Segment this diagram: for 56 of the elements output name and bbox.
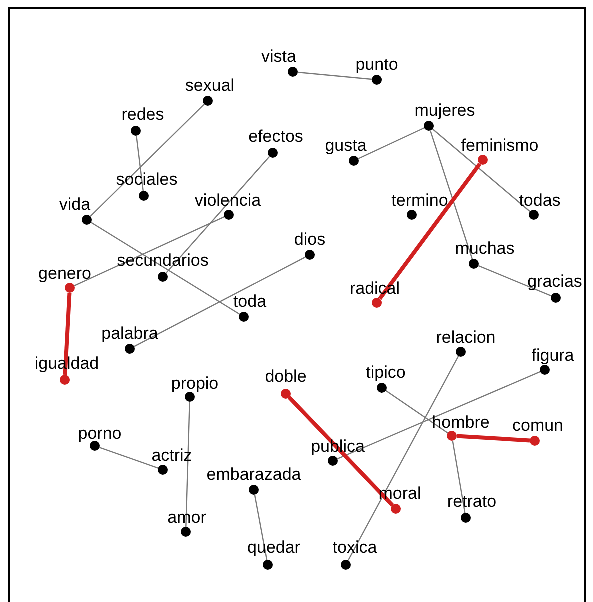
node-label: figura xyxy=(532,346,574,366)
highlighted-link xyxy=(288,396,394,507)
node-label: sociales xyxy=(116,170,178,190)
node-label: palabra xyxy=(102,324,158,344)
link-line xyxy=(298,72,372,80)
node-label: toxica xyxy=(332,538,378,558)
node-label: doble xyxy=(265,367,307,387)
node-label: hombre xyxy=(432,413,490,433)
node-label: amor xyxy=(168,508,206,528)
highlighted-link xyxy=(456,434,530,443)
node-label: dios xyxy=(294,230,326,250)
link-line xyxy=(90,104,205,217)
link-line xyxy=(100,447,158,469)
link-line xyxy=(186,402,190,528)
link-line xyxy=(430,130,474,260)
node-label: muchas xyxy=(455,239,515,259)
link-line xyxy=(337,371,541,460)
link-line xyxy=(136,136,144,192)
link-line xyxy=(90,222,240,315)
node-label: vida xyxy=(59,195,91,215)
node-label: tipico xyxy=(366,363,406,383)
node-label: retrato xyxy=(447,492,497,512)
node-label: punto xyxy=(356,55,398,75)
node-label: genero xyxy=(38,264,92,284)
highlighted-link xyxy=(378,162,482,300)
link-line xyxy=(74,216,225,286)
node-label: secundarios xyxy=(117,251,209,271)
link-line xyxy=(254,494,268,560)
link-line xyxy=(358,128,425,160)
node-label: todas xyxy=(519,191,561,211)
link-line xyxy=(432,128,531,212)
node-label: embarazada xyxy=(206,465,302,485)
link-line xyxy=(386,390,448,434)
node-label: violencia xyxy=(194,191,262,211)
node-label: mujeres xyxy=(414,101,476,121)
node-label: propio xyxy=(171,374,219,394)
node-label: quedar xyxy=(248,538,300,558)
link-line xyxy=(452,440,466,514)
link-line xyxy=(348,356,460,561)
link-line xyxy=(134,256,306,348)
link-line xyxy=(478,265,552,297)
node-label: comun xyxy=(512,416,564,436)
link-line xyxy=(166,156,270,274)
node-label: porno xyxy=(78,424,122,444)
node-label: gusta xyxy=(325,136,367,156)
node-label: gracias xyxy=(528,272,582,292)
node-label: relacion xyxy=(436,328,496,348)
node-label: actriz xyxy=(152,446,192,466)
node-label: sexual xyxy=(185,76,235,96)
node-label: termino xyxy=(392,191,448,211)
node-label: redes xyxy=(122,105,164,125)
node-label: toda xyxy=(233,292,267,312)
node-label: feminismo xyxy=(461,136,539,156)
node-label: vista xyxy=(262,47,296,67)
highlighted-link xyxy=(63,292,72,376)
node-label: efectos xyxy=(248,127,304,147)
